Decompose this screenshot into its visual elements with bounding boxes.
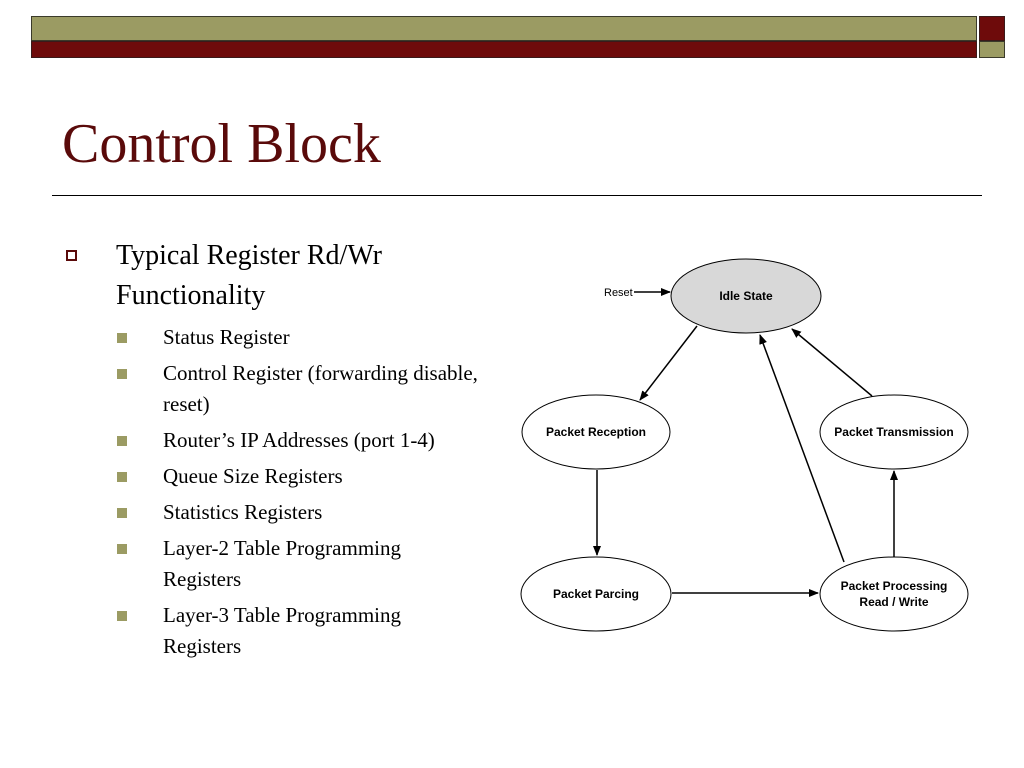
state-transmission-label: Packet Transmission <box>834 425 953 439</box>
main-bullet: Typical Register Rd/Wr Functionality <box>62 236 482 316</box>
bar-olive <box>31 16 977 41</box>
state-parcing-label: Packet Parcing <box>553 587 639 601</box>
state-packet-reception: Packet Reception <box>521 394 671 470</box>
filled-square-bullet-icon <box>117 508 127 518</box>
arrow-processing-to-idle <box>759 334 845 563</box>
reset-label: Reset <box>604 287 633 299</box>
filled-square-bullet-icon <box>117 544 127 554</box>
filled-square-bullet-icon <box>117 611 127 621</box>
main-bullet-text: Typical Register Rd/Wr Functionality <box>116 240 382 311</box>
filled-square-bullet-icon <box>117 369 127 379</box>
sub-bullet-item: Router’s IP Addresses (port 1-4) <box>62 425 482 456</box>
bullet-content: Typical Register Rd/Wr Functionality Sta… <box>62 236 482 667</box>
bar-red <box>31 41 977 58</box>
sub-bullet-item: Layer-3 Table Programming Registers <box>62 600 482 662</box>
state-packet-transmission: Packet Transmission <box>819 394 969 470</box>
state-processing-label-line2: Read / Write <box>859 595 928 609</box>
sub-bullet-list: Status Register Control Register (forwar… <box>62 322 482 662</box>
state-reception-label: Packet Reception <box>546 425 646 439</box>
sub-bullet-item: Layer-2 Table Programming Registers <box>62 533 482 595</box>
state-machine-diagram: Reset Idle State Packet Reception Packet… <box>520 258 969 632</box>
filled-square-bullet-icon <box>117 472 127 482</box>
state-idle-label: Idle State <box>719 289 773 303</box>
arrow-transmission-to-idle <box>791 328 873 397</box>
top-decorative-bar <box>31 16 1005 58</box>
sub-bullet-item: Status Register <box>62 322 482 353</box>
filled-square-bullet-icon <box>117 333 127 343</box>
sub-bullet-item: Statistics Registers <box>62 497 482 528</box>
corner-square-red <box>979 16 1005 41</box>
corner-square-olive <box>979 41 1005 58</box>
state-processing-label-line1: Packet Processing <box>841 579 948 593</box>
sub-bullet-item: Control Register (forwarding disable, re… <box>62 358 482 420</box>
state-idle: Idle State <box>670 258 822 334</box>
hollow-square-bullet-icon <box>66 250 77 261</box>
slide-title: Control Block <box>62 113 381 175</box>
state-packet-processing: Packet Processing Read / Write <box>819 556 969 632</box>
filled-square-bullet-icon <box>117 436 127 446</box>
sub-bullet-item: Queue Size Registers <box>62 461 482 492</box>
title-rule <box>52 195 982 196</box>
state-packet-parcing: Packet Parcing <box>520 556 672 632</box>
arrow-idle-to-reception <box>639 325 698 401</box>
